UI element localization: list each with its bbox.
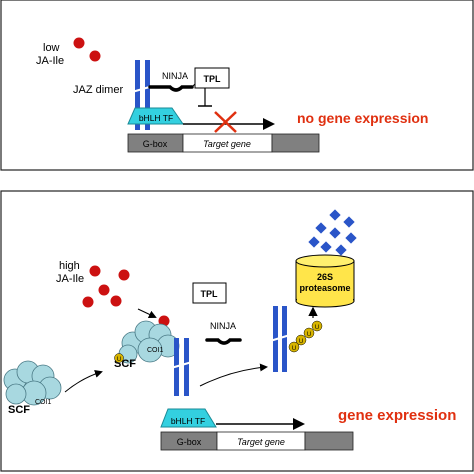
gbox-label-top: G-box	[143, 139, 168, 149]
ja-ile-molecules-high	[82, 265, 170, 327]
ubiquitin-label: U	[307, 332, 311, 338]
ninja-protein	[148, 85, 194, 92]
ja-ile-label-top: JA-Ile	[36, 55, 64, 67]
bottom-panel-frame	[0, 190, 474, 472]
top-panel-frame	[0, 0, 474, 171]
ubiquitin-bound	[114, 353, 124, 363]
jaz-bar-right	[145, 60, 150, 130]
ubiquitin-label: U	[315, 325, 319, 331]
tpl-label-bottom: TPL	[201, 289, 219, 299]
coi1-label-free: COI1	[35, 399, 51, 406]
proteasome-word-label: proteasome	[299, 283, 350, 293]
tpl-box-top	[194, 67, 230, 89]
promoter-right-bottom	[304, 431, 354, 451]
target-gene-label-bottom: Target gene	[237, 437, 285, 447]
tpl-box-bottom	[192, 282, 227, 304]
ja-binding-arrow	[137, 308, 157, 319]
gbox-label-bottom: G-box	[177, 437, 202, 447]
high-label: high	[59, 260, 80, 272]
ninja-protein-bottom	[205, 338, 242, 345]
polyubiquitin-chain	[288, 320, 323, 353]
coi1-label-bound: COI1	[147, 347, 163, 354]
jaz-break-mark-ub	[269, 334, 291, 342]
ja-ile-molecule	[89, 50, 101, 62]
bhlh-tf-bottom	[160, 408, 217, 428]
proteasome-26s	[295, 254, 355, 308]
ninja-label-top: NINJA	[162, 71, 188, 81]
result-label-top: no gene expression	[297, 110, 428, 126]
bhlh-tf-label-top: bHLH TF	[139, 113, 173, 123]
jaz-bar-right-ub	[282, 306, 287, 372]
result-label-bottom: gene expression	[338, 407, 456, 424]
scf-coi1-complex-bound	[118, 320, 180, 364]
ubiquitin-label: U	[292, 346, 296, 352]
ja-ile-label-bottom: JA-Ile	[56, 273, 84, 285]
low-label: low	[43, 42, 60, 54]
jaz-dimer-label: JAZ dimer	[73, 84, 123, 96]
scf-coi1-complex-free	[3, 360, 62, 406]
scf-binding-arrow	[64, 369, 103, 393]
ubiquitination-arrow	[199, 363, 268, 387]
scf-label-free: SCF	[8, 404, 30, 416]
ubiquitin-label: U	[117, 357, 121, 363]
bhlh-tf-label-bottom: bHLH TF	[171, 416, 205, 426]
ninja-label-bottom: NINJA	[210, 321, 236, 331]
target-gene-label-top: Target gene	[203, 139, 251, 149]
jaz-bar-left	[135, 60, 140, 130]
tpl-label-top: TPL	[204, 74, 222, 84]
jaz-break-mark-bottom	[170, 361, 193, 369]
blocked-cross	[214, 111, 237, 133]
ja-ile-molecule	[73, 37, 85, 49]
proteasome-26s-label: 26S	[317, 272, 333, 282]
degradation-fragments	[308, 209, 357, 256]
ubiquitin-label: U	[299, 339, 303, 345]
promoter-right-top	[271, 133, 320, 153]
jaz-bar-right-bottom	[184, 338, 189, 396]
